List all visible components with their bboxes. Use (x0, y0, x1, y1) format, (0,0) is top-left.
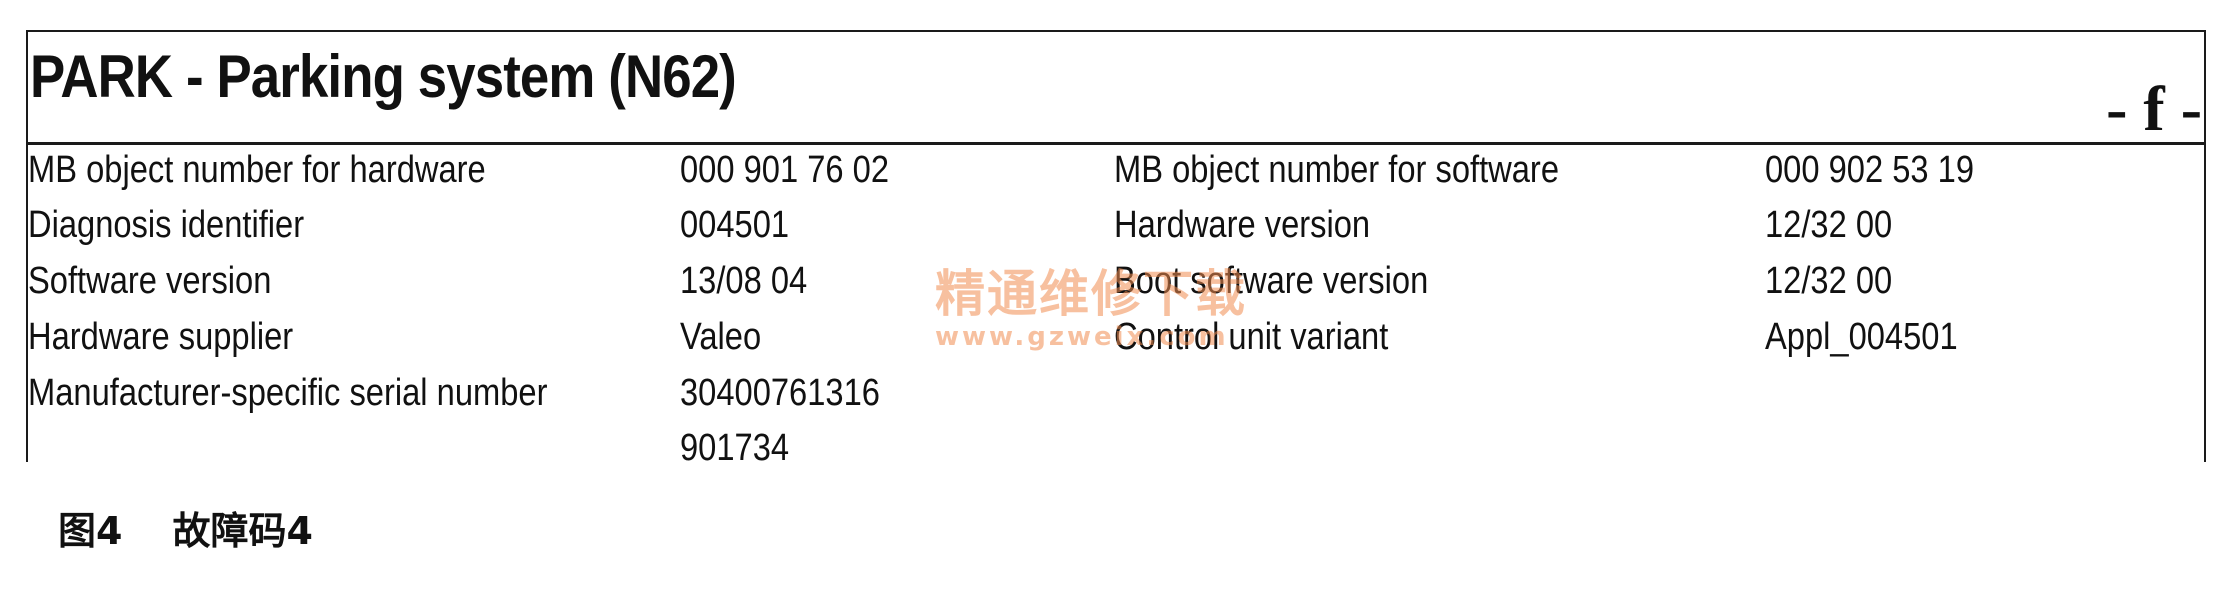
info-row: Manufacturer-specific serial number 3040… (28, 367, 2204, 419)
value-control-unit-variant: Appl_004501 (1765, 316, 1958, 358)
value-sw-object-number: 000 902 53 19 (1765, 149, 1974, 191)
value-hw-object-number: 000 901 76 02 (680, 149, 889, 191)
value-hardware-supplier: Valeo (680, 316, 762, 358)
label-hardware-supplier: Hardware supplier (28, 316, 294, 358)
info-row: Software version 13/08 04 Boot software … (28, 255, 2204, 307)
value-hardware-version: 12/32 00 (1765, 204, 1893, 246)
info-row: Diagnosis identifier 004501 Hardware ver… (28, 199, 2204, 251)
info-row: MB object number for hardware 000 901 76… (28, 144, 2204, 196)
label-sw-object-number: MB object number for software (1114, 149, 1559, 191)
figure-caption-text: 故障码4 (172, 509, 313, 553)
value-software-version: 13/08 04 (680, 260, 808, 302)
label-hardware-version: Hardware version (1114, 204, 1371, 246)
value-boot-software-version: 12/32 00 (1765, 260, 1893, 302)
label-diagnosis-identifier: Diagnosis identifier (28, 204, 305, 246)
figure-caption: 图4 故障码4 (58, 500, 313, 555)
value-diagnosis-identifier: 004501 (680, 204, 790, 246)
label-boot-software-version: Boot software version (1114, 260, 1429, 302)
value-serial-number: 30400761316 (680, 372, 880, 414)
info-row: Hardware supplier Valeo Control unit var… (28, 311, 2204, 363)
label-control-unit-variant: Control unit variant (1114, 316, 1389, 358)
panel-header: PARK - Parking system (N62) - f - (28, 32, 2204, 145)
figure-number: 图4 (58, 509, 123, 553)
label-software-version: Software version (28, 260, 272, 302)
label-hw-object-number: MB object number for hardware (28, 149, 486, 191)
corner-mark: - f - (2106, 73, 2202, 144)
value-serial-number-continued: 901734 (680, 427, 790, 469)
control-unit-info-panel: PARK - Parking system (N62) - f - MB obj… (26, 30, 2206, 469)
panel-title: PARK - Parking system (N62) (30, 43, 737, 110)
info-row: 901734 (28, 422, 2204, 474)
label-serial-number: Manufacturer-specific serial number (28, 372, 548, 414)
